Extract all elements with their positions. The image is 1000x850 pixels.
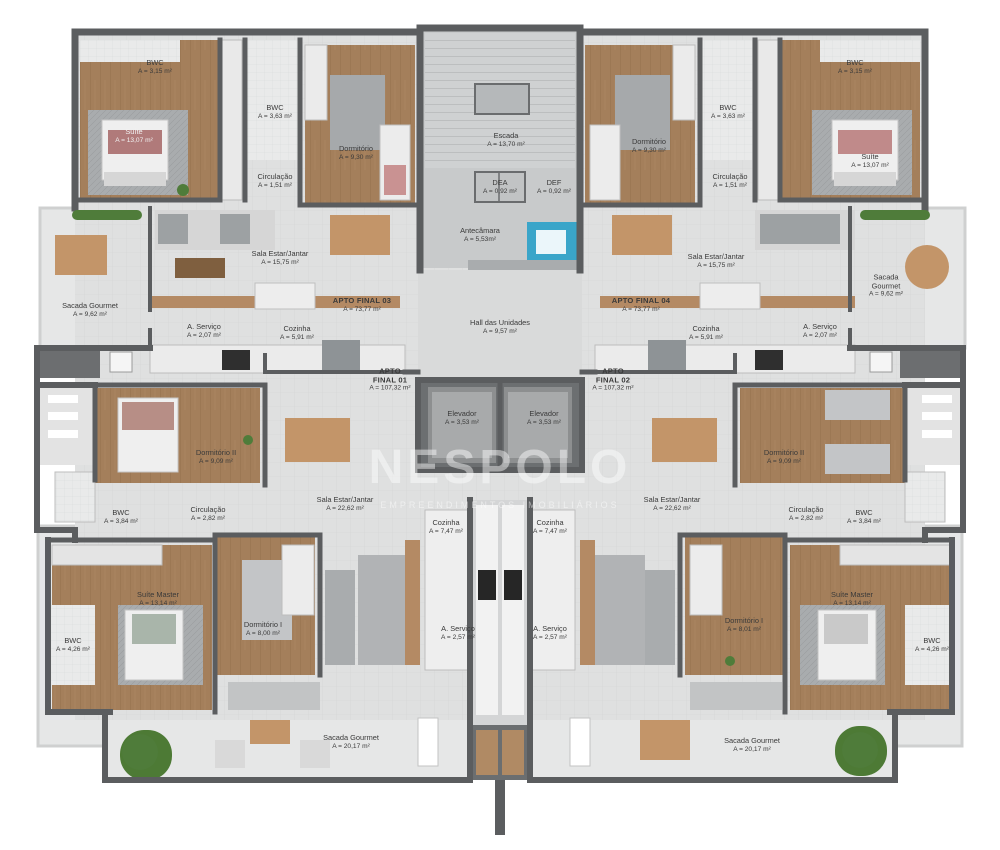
plants [72, 184, 930, 770]
walls [34, 24, 966, 783]
central-kitchens [470, 500, 530, 835]
unit-final-04 [585, 39, 960, 378]
unit-final-02 [529, 385, 960, 776]
unit-final-01 [40, 385, 471, 780]
unit-final-03 [40, 39, 415, 378]
